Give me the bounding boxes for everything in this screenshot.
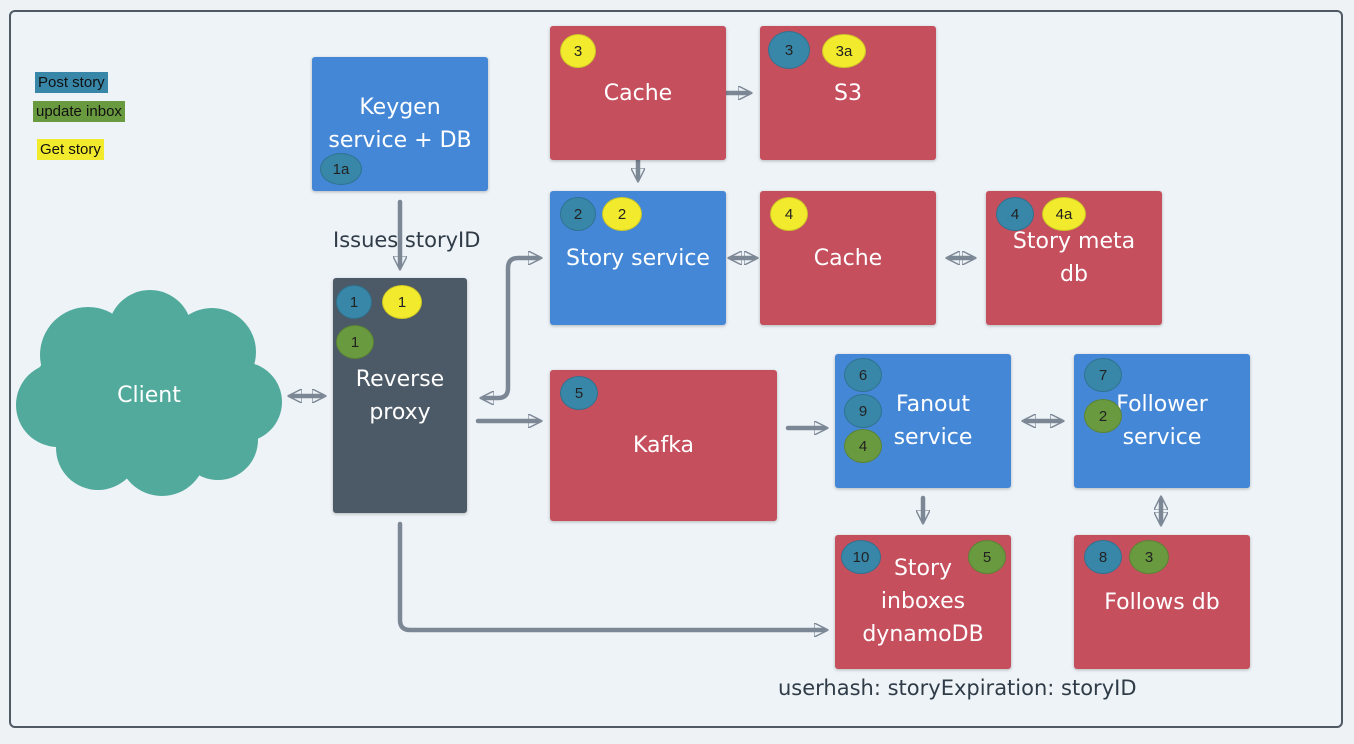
inbox-schema-annotation: userhash: storyExpiration: storyID [778,676,1137,700]
cache-top-box[interactable]: 3 Cache [550,26,726,160]
fanout-service-label: Fanout service [893,392,973,450]
badge-proxy-3: 1 [336,325,374,359]
badge-follower-2: 2 [1084,399,1122,433]
story-meta-db-box[interactable]: 4 4a Story meta db [986,191,1162,325]
story-meta-db-label: Story meta db [1012,229,1136,287]
s3-box[interactable]: 3 3a S3 [760,26,936,160]
story-inboxes-label: Story inboxes dynamoDB [862,556,984,647]
legend-post-story: Post story [35,72,108,93]
reverse-proxy-label: Reverse proxy [355,367,445,425]
badge-s3-2: 3a [822,34,866,68]
badge-fanout-2: 9 [844,394,882,428]
story-service-box[interactable]: 2 2 Story service [550,191,726,325]
badge-meta-db-2: 4a [1042,197,1086,231]
badge-kafka-1: 5 [560,376,598,410]
badge-follower-1: 7 [1084,358,1122,392]
cache-mid-label: Cache [813,246,883,271]
follows-db-label: Follows db [1104,590,1220,615]
client-cloud [16,290,282,496]
badge-cache-top-1: 3 [560,34,596,68]
s3-label: S3 [834,81,862,106]
keygen-label: Keygen service + DB [328,95,472,153]
badge-meta-db-1: 4 [996,197,1034,231]
badge-s3-1: 3 [768,31,810,69]
follower-service-label: Follower service [1116,392,1208,450]
badge-follows-db-1: 8 [1084,540,1122,574]
badge-inboxes-1: 10 [841,540,881,574]
arrow-proxy-inboxes [397,521,824,630]
badge-follows-db-2: 3 [1129,540,1169,574]
arrow-proxy-story-service [484,258,538,398]
keygen-service-box[interactable]: Keygen service + DB 1a [312,57,488,191]
follower-service-box[interactable]: Follower service 7 2 [1074,354,1250,488]
badge-proxy-2: 1 [382,285,422,319]
badge-keygen-1: 1a [320,153,362,185]
badge-inboxes-2: 5 [968,540,1006,574]
badge-story-service-2: 2 [602,197,642,231]
badge-cache-mid-1: 4 [770,197,808,231]
cache-top-label: Cache [603,81,673,106]
story-inboxes-box[interactable]: 10 5 Story inboxes dynamoDB [835,535,1011,669]
legend-update-inbox: update inbox [33,101,125,122]
client-label: Client [117,383,181,408]
badge-story-service-1: 2 [560,197,596,231]
follows-db-box[interactable]: 8 3 Follows db [1074,535,1250,669]
legend-get-story: Get story [37,139,104,160]
fanout-service-box[interactable]: 6 9 4 Fanout service [835,354,1011,488]
issues-storyid-annotation: Issues storyID [333,228,481,252]
story-service-label: Story service [566,246,710,271]
badge-proxy-1: 1 [336,285,372,319]
badge-fanout-1: 6 [844,358,882,392]
kafka-box[interactable]: 5 Kafka [550,370,777,521]
reverse-proxy-box[interactable]: 1 1 1 Reverse proxy [333,278,467,513]
badge-fanout-3: 4 [844,429,882,463]
cache-mid-box[interactable]: 4 Cache [760,191,936,325]
kafka-label: Kafka [632,433,695,458]
